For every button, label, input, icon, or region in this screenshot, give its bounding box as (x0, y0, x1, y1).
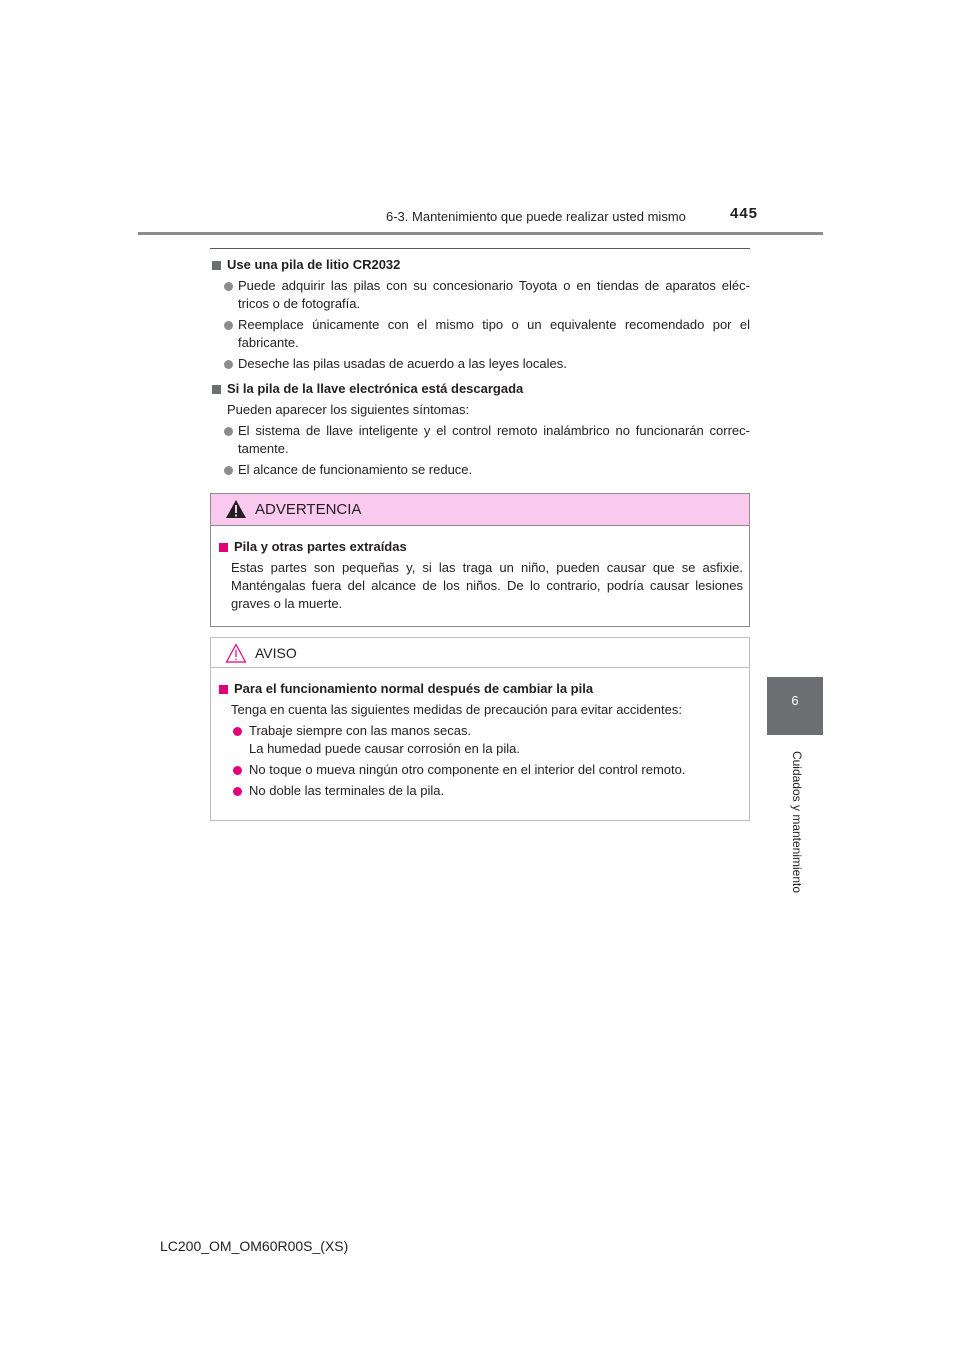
square-bullet-icon (212, 261, 221, 270)
section-heading-text: Si la pila de la llave electrónica está … (227, 381, 524, 396)
list-item: Reemplace únicamente con el mismo tipo o… (210, 316, 750, 352)
notice-intro: Tenga en cuenta las siguientes medidas d… (231, 702, 682, 717)
header-rule (138, 232, 823, 235)
content-rule (210, 248, 750, 249)
footer-model-code: LC200_OM_OM60R00S_(XS) (160, 1238, 349, 1254)
square-bullet-icon (219, 685, 228, 694)
section-heading-text: Use una pila de litio CR2032 (227, 257, 401, 272)
list-item-text: El sistema de llave inteligente y el con… (238, 423, 750, 456)
notice-box: AVISO Para el funcionamiento normal desp… (210, 637, 750, 821)
circle-bullet-icon (233, 787, 242, 796)
warning-title: ADVERTENCIA (255, 501, 362, 518)
circle-bullet-icon (233, 727, 242, 736)
main-content: Use una pila de litio CR2032 Puede adqui… (210, 256, 750, 479)
warning-heading: Pila y otras partes extraídas (217, 538, 743, 556)
section-intro: Pueden aparecer los siguientes síntomas: (227, 402, 470, 417)
list-item-text: No doble las terminales de la pila. (249, 783, 445, 798)
warning-body: Pila y otras partes extraídas Estas part… (217, 538, 743, 613)
chapter-number: 6 (791, 693, 799, 708)
warning-text: Estas partes son pequeñas y, si las trag… (231, 560, 743, 611)
section-heading: Use una pila de litio CR2032 (210, 256, 750, 274)
circle-bullet-icon (224, 360, 233, 369)
list-item: No toque o mueva ningún otro componente … (217, 761, 743, 779)
chapter-title-vertical: Cuidados y mantenimiento (790, 750, 804, 894)
warning-box: ADVERTENCIA Pila y otras partes extraída… (210, 493, 750, 627)
circle-bullet-icon (224, 282, 233, 291)
list-item-text: No toque o mueva ningún otro componente … (249, 762, 686, 777)
list-item-text: El alcance de funcionamiento se reduce. (238, 462, 473, 477)
notice-header: AVISO (211, 638, 749, 668)
notice-body: Para el funcionamiento normal después de… (217, 680, 743, 800)
circle-bullet-icon (224, 321, 233, 330)
list-item-text: La humedad puede causar corrosión en la … (249, 741, 521, 756)
list-item: Deseche las pilas usadas de acuerdo a la… (210, 355, 750, 373)
warning-heading-text: Pila y otras partes extraídas (234, 539, 407, 554)
notice-heading: Para el funcionamiento normal después de… (217, 680, 743, 698)
warning-triangle-icon (226, 500, 246, 518)
list-item: No doble las terminales de la pila. (217, 782, 743, 800)
page-number: 445 (730, 205, 759, 222)
warning-header: ADVERTENCIA (211, 494, 749, 526)
circle-bullet-icon (233, 766, 242, 775)
list-item: Trabaje siempre con las manos secas. La … (217, 722, 743, 758)
list-item-text: Reemplace únicamente con el mismo tipo o… (238, 317, 750, 350)
header-section-title: 6-3. Mantenimiento que puede realizar us… (386, 209, 686, 224)
circle-bullet-icon (224, 466, 233, 475)
list-item: El alcance de funcionamiento se reduce. (210, 461, 750, 479)
list-item: El sistema de llave inteligente y el con… (210, 422, 750, 458)
list-item-text: Deseche las pilas usadas de acuerdo a la… (238, 356, 567, 371)
notice-title: AVISO (255, 645, 297, 661)
notice-heading-text: Para el funcionamiento normal después de… (234, 681, 594, 696)
section-heading: Si la pila de la llave electrónica está … (210, 380, 750, 398)
square-bullet-icon (219, 543, 228, 552)
list-item-text: Trabaje siempre con las manos secas. (249, 723, 472, 738)
chapter-tab: 6 (767, 677, 823, 735)
list-item-text: Puede adquirir las pilas con su concesio… (238, 278, 750, 311)
caution-triangle-icon (225, 643, 247, 663)
list-item: Puede adquirir las pilas con su concesio… (210, 277, 750, 313)
square-bullet-icon (212, 385, 221, 394)
circle-bullet-icon (224, 427, 233, 436)
